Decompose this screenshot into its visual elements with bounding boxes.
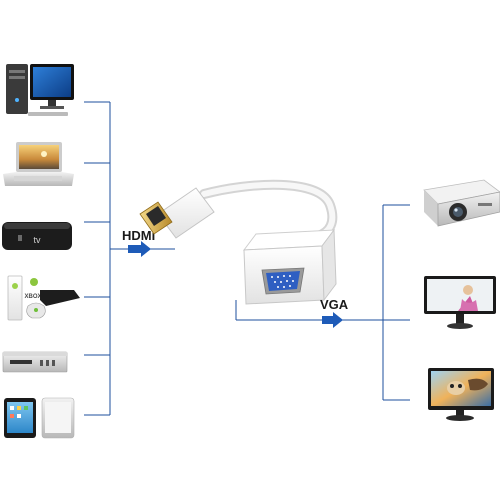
hdmi-arrow-icon <box>128 241 151 257</box>
hdmi-to-vga-adapter <box>139 179 338 305</box>
dvd-player-icon <box>2 351 68 373</box>
apple-tv-brand: tv <box>33 235 41 245</box>
source-connector-lines <box>84 101 175 416</box>
lcd-tv-icon <box>428 368 494 421</box>
hdmi-label: HDMI <box>122 228 155 243</box>
xbox-360-icon: XBOX360 <box>7 275 80 321</box>
laptop-icon <box>3 142 74 186</box>
vga-label: VGA <box>320 297 349 312</box>
apple-tv-icon: tv <box>2 222 72 250</box>
widescreen-monitor-icon <box>424 276 496 329</box>
ipad-icon <box>4 397 75 439</box>
xbox-label: XBOX360 <box>24 294 52 300</box>
vga-arrow-icon <box>322 312 343 328</box>
vga-port-icon <box>261 267 305 295</box>
hdmi-plug-icon <box>139 187 215 239</box>
desktop-computer-icon <box>6 64 74 116</box>
projector-icon <box>423 179 500 227</box>
vga-box <box>242 228 337 305</box>
